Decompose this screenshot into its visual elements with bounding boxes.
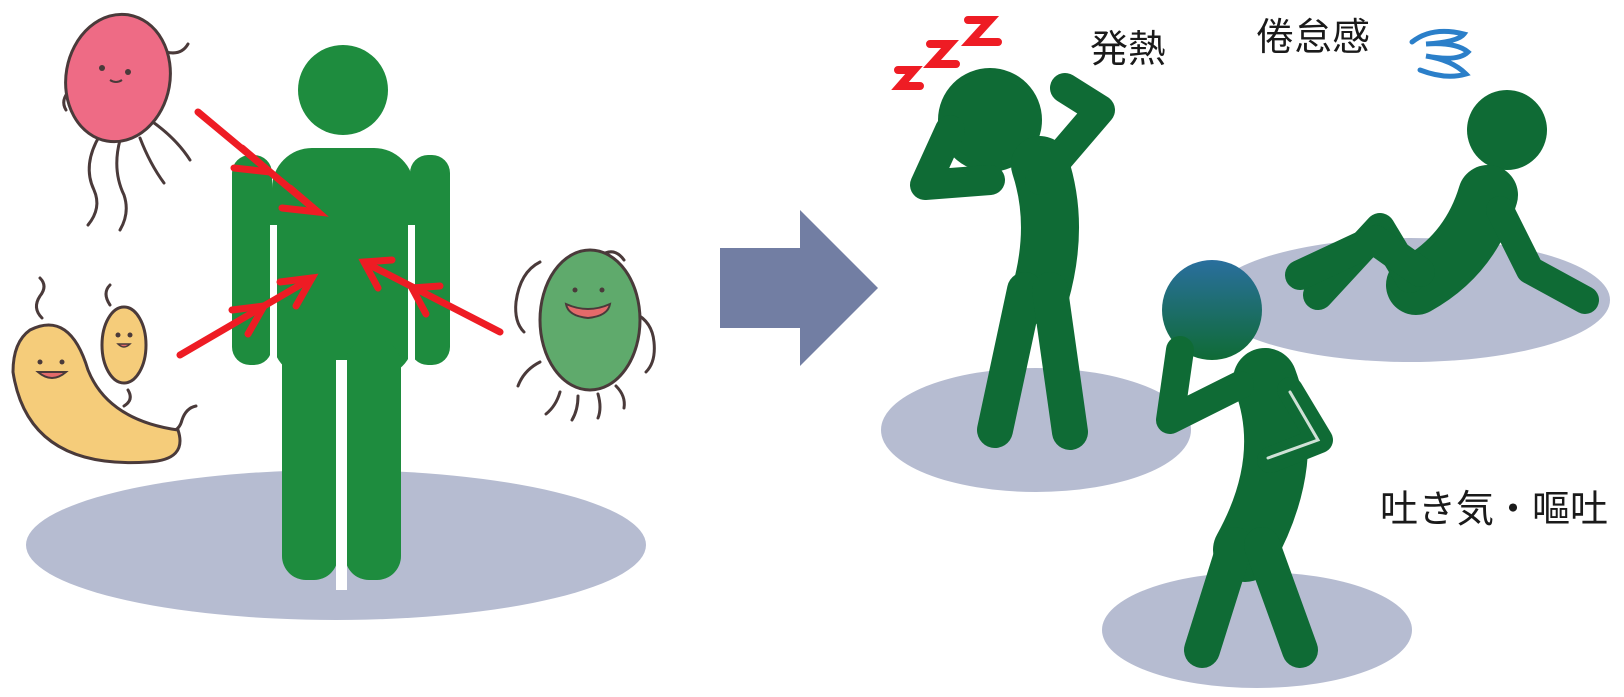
symptom-label-fever: 発熱 [1090,30,1166,68]
symptom-label-nausea: 吐き気・嘔吐 [1380,490,1608,528]
person-head [298,45,388,135]
germ-pink-icon [56,6,190,230]
sickness-arrow-icon [720,210,878,366]
germ-yellow-icon [13,278,196,463]
leg-gap [336,360,347,590]
person-right-leg [345,340,401,580]
nausea-shadow [1102,572,1412,688]
fever-shadow [881,368,1191,492]
germ-green-icon [516,250,655,420]
symptom-label-fatigue: 倦怠感 [1256,18,1370,56]
person-right-arm [410,155,450,365]
fatigue-figure [1300,90,1585,300]
person-left-leg [282,340,338,580]
fever-figure [925,68,1100,432]
dizzy-icon [1412,31,1468,76]
